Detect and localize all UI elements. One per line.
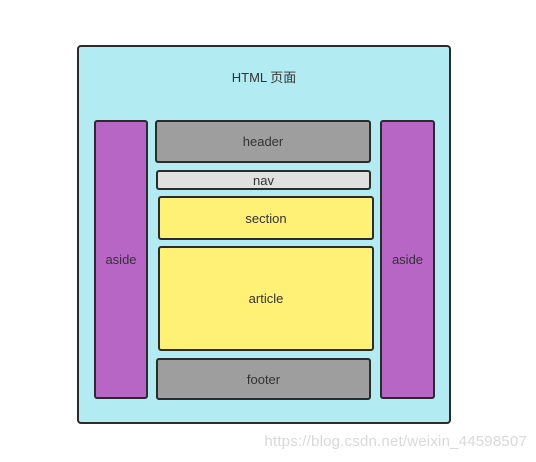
header-box: header [155,120,371,163]
nav-label: nav [253,172,274,188]
article-label: article [248,291,284,306]
footer-box: footer [156,358,371,400]
section-box: section [158,196,374,240]
footer-label: footer [246,371,281,387]
aside-right-box: aside [380,120,435,399]
page-title: HTML 页面 [231,70,297,85]
aside-left-label: aside [105,252,137,267]
section-label: section [245,210,287,226]
watermark-url: https://blog.csdn.net/weixin_44598507 [264,433,527,450]
article-box: article [158,246,374,351]
aside-left-box: aside [94,120,148,399]
nav-box: nav [156,170,371,190]
aside-right-label: aside [391,252,424,267]
header-label: header [242,134,284,149]
